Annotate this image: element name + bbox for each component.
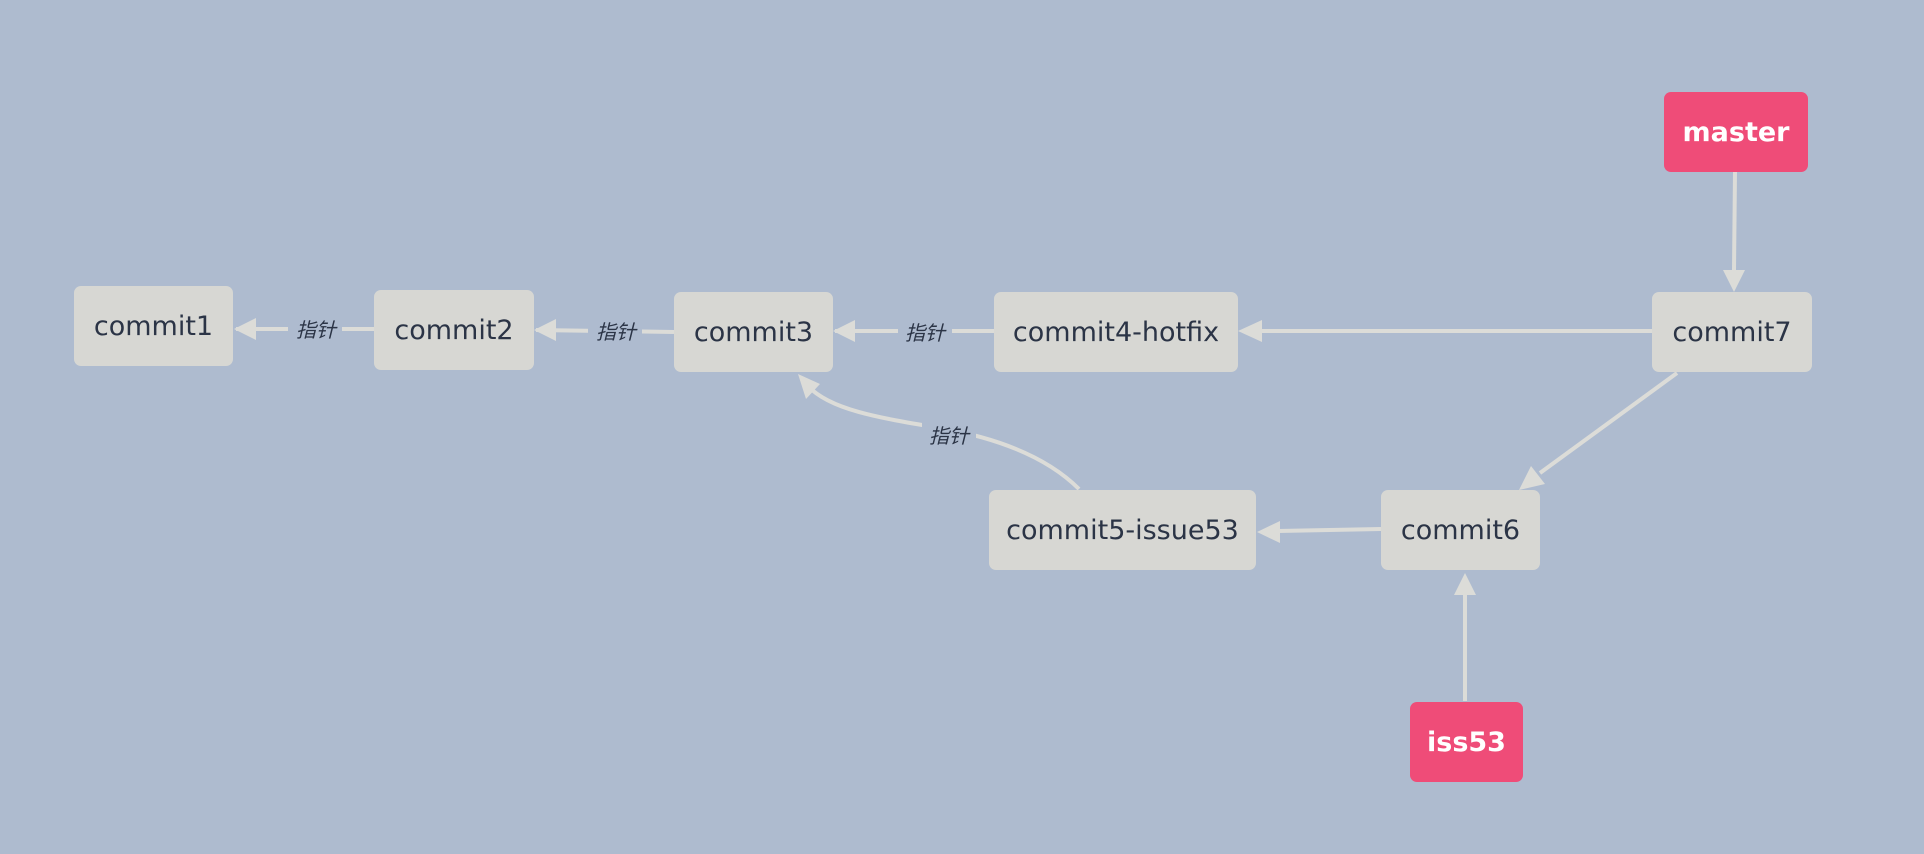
commit-node-label: commit3 — [693, 316, 814, 348]
branch-pointer-master[interactable]: master — [1664, 92, 1808, 172]
commit-node-4-hotfix[interactable]: commit4-hotfix — [994, 292, 1238, 372]
commit-node-2[interactable]: commit2 — [374, 290, 534, 370]
commit-node-7[interactable]: commit7 — [1652, 292, 1812, 372]
commit-node-3[interactable]: commit3 — [674, 292, 833, 372]
edge-label-commit2-commit1: 指针 — [296, 318, 338, 342]
edge-label-bg — [922, 419, 976, 451]
edge-label-bg — [588, 315, 642, 347]
arrow-head-commit2 — [534, 319, 556, 341]
commit-node-1[interactable]: commit1 — [74, 286, 233, 366]
branch-pointer-iss53[interactable]: iss53 — [1410, 702, 1523, 782]
commit-node-label: commit6 — [1400, 514, 1521, 546]
edge-commit6-to-commit5 — [1277, 527, 1382, 533]
edge-label-commit3-commit2: 指针 — [596, 320, 638, 344]
commit-node-label: commit7 — [1672, 316, 1792, 348]
branch-pointer-label: master — [1682, 116, 1790, 148]
edge-label-bg — [288, 313, 342, 345]
commit-node-6[interactable]: commit6 — [1381, 490, 1540, 570]
commit-node-label: commit1 — [93, 310, 214, 342]
commit-node-label: commit4-hotfix — [1012, 316, 1220, 348]
branch-pointer-label: iss53 — [1427, 726, 1506, 758]
edge-label-commit4-commit3: 指针 — [905, 321, 947, 345]
arrow-head-commit3 — [833, 320, 855, 342]
arrow-head-commit1 — [234, 318, 256, 340]
commit-node-label: commit2 — [394, 314, 514, 346]
commit-node-label: commit5-issue53 — [1006, 514, 1239, 546]
commit-node-5-issue53[interactable]: commit5-issue53 — [989, 490, 1256, 570]
arrow-head-commit6 — [1519, 466, 1545, 490]
arrow-head-commit7 — [1723, 270, 1745, 292]
edge-label-bg — [898, 316, 952, 348]
edge-commit7-to-commit6 — [1538, 371, 1679, 475]
edge-label-commit5-commit3: 指针 — [929, 424, 971, 448]
arrow-head-commit6-up — [1454, 573, 1476, 595]
arrow-head-commit5 — [1257, 521, 1280, 543]
arrow-head-commit4 — [1238, 320, 1262, 342]
arrow-head-commit3-curve — [798, 374, 820, 399]
edge-master-to-commit7 — [1732, 171, 1737, 271]
